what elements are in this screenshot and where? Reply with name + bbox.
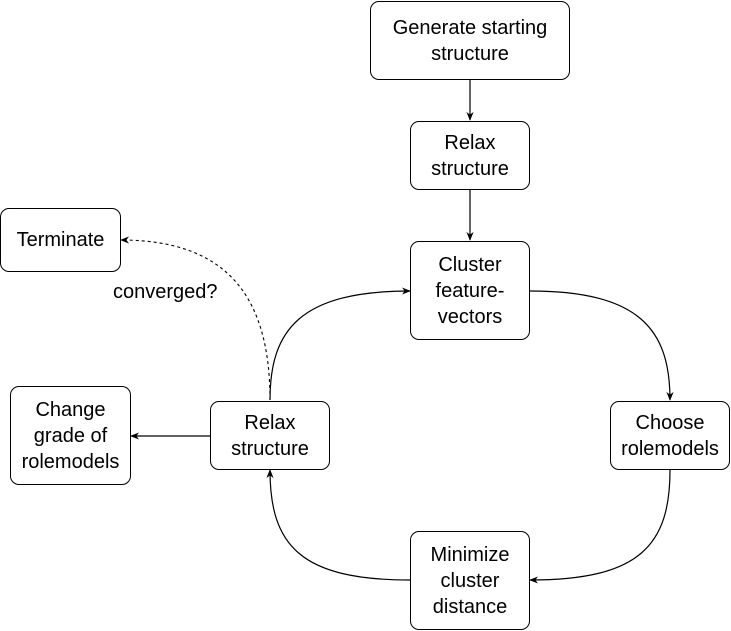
node-change-grade-of-rolemodels: Change grade of rolemodels [10, 386, 131, 485]
node-choose-rolemodels: Choose rolemodels [610, 401, 730, 470]
node-terminate: Terminate [0, 208, 121, 272]
node-minimize-label: Minimize cluster distance [430, 543, 510, 618]
node-cluster-feature-vectors: Cluster feature-vectors [410, 241, 530, 340]
edge-relax-to-cluster-loop [269, 287, 411, 401]
node-cluster-label: Cluster feature-vectors [435, 253, 505, 328]
node-relax-structure-left: Relax structure [210, 401, 330, 470]
node-generate-starting-structure: Generate starting structure [370, 1, 570, 80]
node-relax-left-label: Relax structure [231, 411, 309, 460]
edge-minimize-to-relax [266, 469, 411, 581]
node-generate-label: Generate starting structure [392, 16, 548, 65]
edge-cluster-to-choose [529, 290, 674, 401]
node-minimize-cluster-distance: Minimize cluster distance [410, 531, 530, 630]
edge-relax-to-terminate [120, 236, 271, 401]
node-terminate-label: Terminate [16, 229, 105, 251]
edge-label-converged: converged? [113, 281, 218, 303]
edge-choose-to-minimize [529, 469, 671, 584]
node-relax-structure-top: Relax structure [410, 121, 530, 190]
node-choose-label: Choose rolemodels [621, 411, 719, 460]
node-change-grade-label: Change grade of rolemodels [21, 398, 120, 473]
node-relax-top-label: Relax structure [431, 131, 509, 180]
